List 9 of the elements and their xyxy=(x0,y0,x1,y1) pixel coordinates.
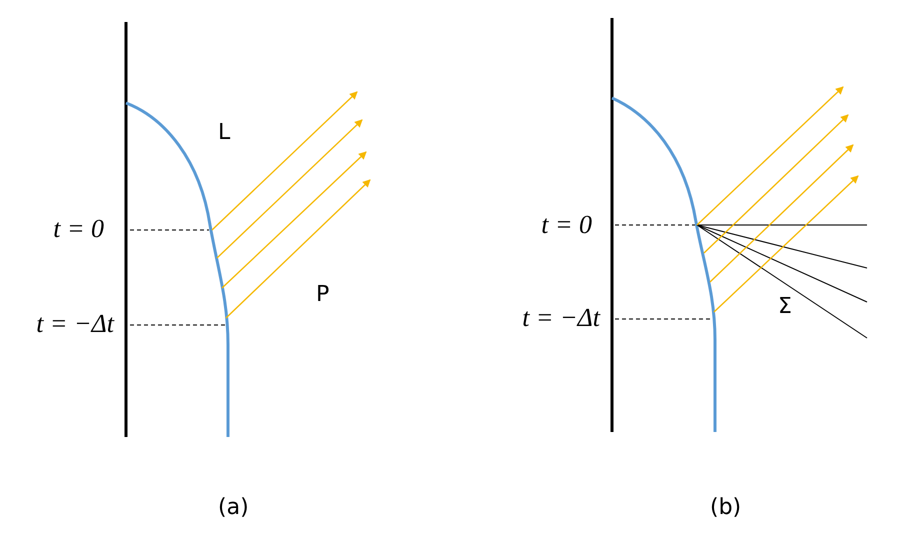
time-label: t = −Δt xyxy=(522,305,600,331)
surface-label: Σ xyxy=(778,296,792,318)
panel-label: (b) xyxy=(710,497,742,519)
time-label: t = 0 xyxy=(53,216,104,242)
time-label: t = −Δt xyxy=(36,311,114,337)
panel-label: (a) xyxy=(218,497,249,519)
region-label: P xyxy=(316,284,330,306)
region-label: L xyxy=(218,122,230,144)
time-label: t = 0 xyxy=(541,212,592,238)
